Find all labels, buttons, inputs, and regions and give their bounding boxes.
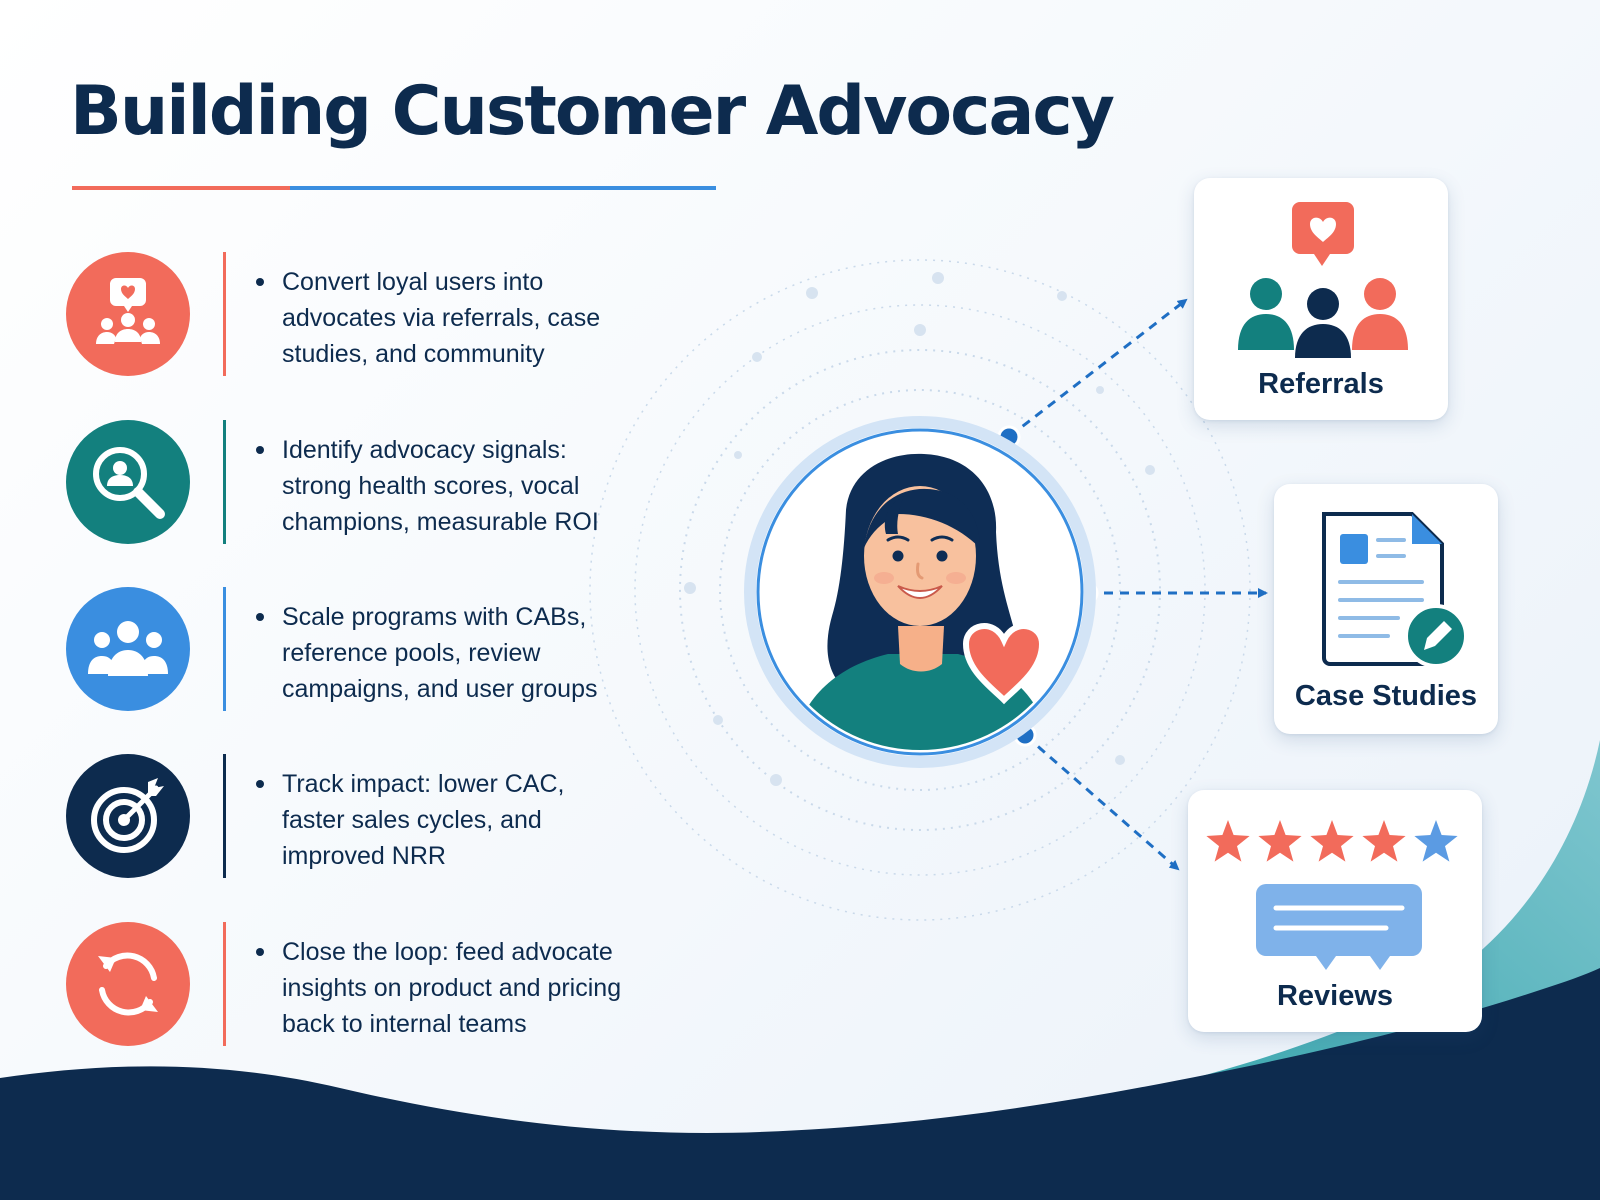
heart-bubble-people-icon [96, 278, 160, 344]
title-underline-blue [290, 186, 716, 190]
title-underline-coral [72, 186, 290, 190]
bullet-dot [256, 278, 264, 286]
point-text: Track impact: lower CAC, faster sales cy… [282, 770, 565, 870]
connector-reviews [1025, 734, 1180, 871]
radial-rings [589, 259, 1251, 921]
point-item-scale: Scale programs with CABs, reference pool… [66, 587, 626, 719]
point-text: Scale programs with CABs, reference pool… [282, 603, 598, 703]
point-badge [66, 587, 190, 711]
ring-dots [684, 272, 1155, 786]
point-badge [66, 754, 190, 878]
point-badge [66, 252, 190, 376]
point-accent-bar [223, 587, 226, 711]
bullet-dot [256, 446, 264, 454]
card-label: Referrals [1258, 368, 1384, 400]
stars-review-icon [1206, 820, 1458, 970]
card-label: Reviews [1276, 980, 1394, 1012]
star-icon [1206, 820, 1458, 862]
point-text: Identify advocacy signals: strong health… [282, 436, 599, 536]
refresh-cycle-icon [98, 952, 158, 1016]
document-edit-icon [1322, 512, 1468, 668]
target-icon [91, 778, 164, 853]
point-text: Close the loop: feed advocate insights o… [282, 938, 622, 1038]
point-badge [66, 420, 190, 544]
point-text: Convert loyal users into advocates via r… [282, 268, 601, 368]
connectors [1009, 298, 1268, 871]
review-bubble-icon [1256, 884, 1422, 970]
point-item-convert: Convert loyal users into advocates via r… [66, 252, 626, 384]
point-accent-bar [223, 754, 226, 878]
referral-people-icon [1238, 202, 1408, 358]
point-item-identify: Identify advocacy signals: strong health… [66, 420, 626, 552]
group-icon [88, 621, 168, 676]
connector-referrals [1009, 298, 1188, 438]
card-case-studies: Case Studies [1274, 484, 1498, 734]
bullet-dot [256, 948, 264, 956]
card-label: Case Studies [1294, 680, 1478, 712]
title-underline [72, 186, 716, 190]
card-reviews: Reviews [1188, 790, 1482, 1032]
point-item-track: Track impact: lower CAC, faster sales cy… [66, 754, 626, 886]
bullet-dot [256, 780, 264, 788]
point-accent-bar [223, 252, 226, 376]
point-accent-bar [223, 922, 226, 1046]
magnifier-person-icon [93, 447, 165, 519]
advocate-woman-icon [792, 453, 1052, 750]
point-item-close-loop: Close the loop: feed advocate insights o… [66, 922, 626, 1054]
card-referrals: Referrals [1194, 178, 1448, 420]
page-title: Building Customer Advocacy [70, 72, 1115, 151]
point-accent-bar [223, 420, 226, 544]
navy-wave [0, 968, 1600, 1200]
point-badge [66, 922, 190, 1046]
bullet-dot [256, 613, 264, 621]
